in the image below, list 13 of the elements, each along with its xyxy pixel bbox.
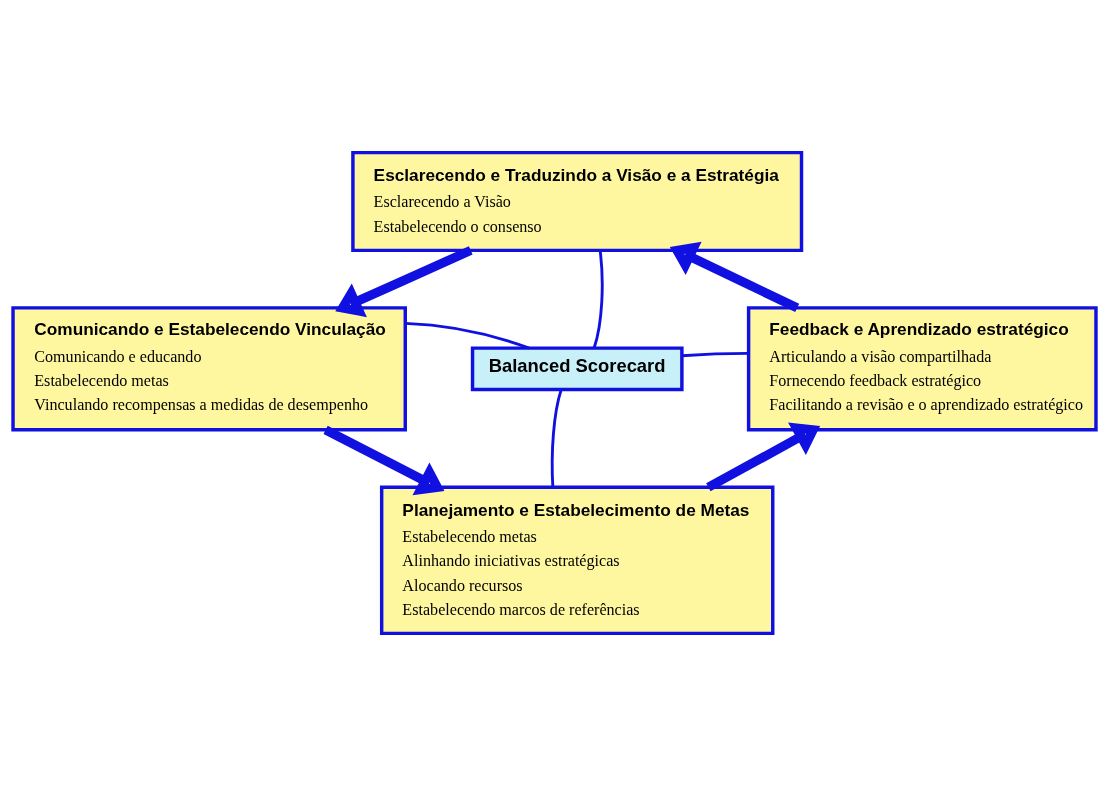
node-box: Esclarecendo e Traduzindo a Visão e a Estratégia Esclarecendo a Visão Estabelecendo o consenso (351, 150, 804, 252)
node-box: Feedback e Aprendizado estratégico Articulando a visão compartilhada Fornecendo feedback estratégico Facilitando a revisão e o aprendizado estratégico (746, 305, 1098, 432)
arrow (669, 241, 800, 312)
node-box: Planejamento e Estabelecimento de Metas Estabelecendo metas Alinhando iniciativas estratégicas Alocando recursos Estabelecendo marcos de referências (379, 485, 775, 635)
connector (405, 321, 530, 349)
connector (550, 388, 563, 487)
connector (681, 351, 749, 357)
node-box: Balanced Scorecard (470, 345, 684, 391)
arrow (706, 421, 821, 491)
node-box: Comunicando e Estabelecendo Vinculação Comunicando e educando Estabelecendo metas Vinculando recompensas a medidas de desempenho (11, 305, 407, 432)
arrow (335, 245, 473, 317)
connector (592, 249, 604, 348)
arrow (323, 425, 445, 495)
